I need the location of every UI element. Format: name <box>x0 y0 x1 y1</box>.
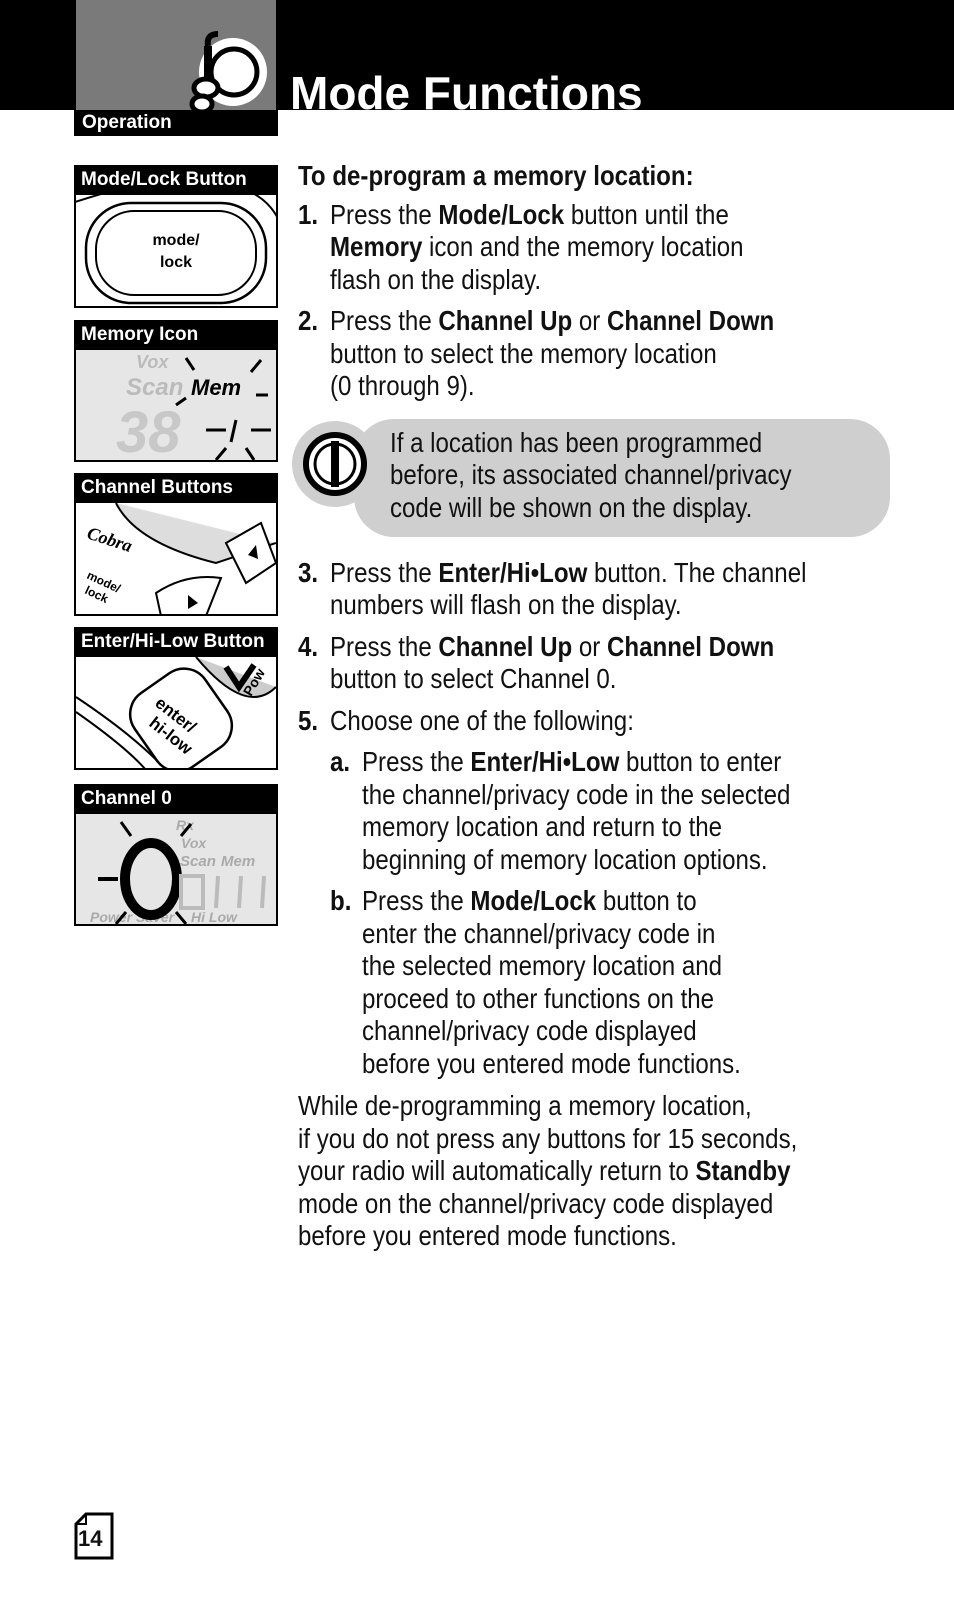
note-info-icon <box>303 431 367 496</box>
substep-letter: b. <box>330 885 352 916</box>
panel-label: Mode/Lock Button <box>74 165 278 195</box>
step-2: 2. Press the Channel Up or Channel Down … <box>298 305 775 401</box>
note-line: If a location has been programmed <box>390 426 763 458</box>
svg-text:Rx: Rx <box>176 817 195 833</box>
panel-enter-hi-low-button: Enter/Hi-Low Button enter/ hi-low Pow <box>74 627 278 770</box>
panel-label: Memory Icon <box>74 320 278 350</box>
section-label: Operation <box>74 110 278 136</box>
step-5a: a. Press the Enter/Hi•Low button to ente… <box>330 746 791 875</box>
channel-buttons-illustration: Cobra mode/ lock <box>74 503 278 616</box>
step-5b: b. Press the Mode/Lock button to enter t… <box>330 885 741 1079</box>
page-title: Mode Functions <box>290 67 643 119</box>
svg-text:Vox: Vox <box>181 835 207 851</box>
lock-text: lock <box>160 254 192 271</box>
step-number: 4. <box>298 630 319 662</box>
step-number: 3. <box>298 556 319 588</box>
substep-letter: a. <box>330 746 351 777</box>
memory-icon-illustration: Vox Scan Mem 38 <box>74 350 278 462</box>
enter-hi-low-button-illustration: enter/ hi-low Pow <box>74 657 278 770</box>
panel-label: Enter/Hi-Low Button <box>74 627 278 657</box>
svg-text:Cobra: Cobra <box>85 523 135 556</box>
svg-text:Scan: Scan <box>126 374 183 401</box>
step-1: 1. Press the Mode/Lock button until the … <box>298 198 744 295</box>
step-5: 5. Choose one of the following: <box>298 704 634 736</box>
step-number: 5. <box>298 704 319 736</box>
note-line: code will be shown on the display. <box>390 491 753 523</box>
panel-channel-0: Channel 0 Rx Vox Scan Mem Power Saver Hi… <box>74 784 278 926</box>
step-3: 3. Press the Enter/Hi•Low button. The ch… <box>298 556 807 621</box>
svg-text:Mem: Mem <box>221 853 255 870</box>
page-number-box: 14 <box>74 1512 114 1560</box>
note-line: before, its associated channel/privacy <box>390 459 792 490</box>
step-number: 1. <box>298 198 319 230</box>
svg-text:Scan: Scan <box>180 853 216 870</box>
section-heading: To de-program a memory location: <box>298 160 694 191</box>
note-callout: If a location has been programmed before… <box>292 418 890 539</box>
step-number: 2. <box>298 305 319 336</box>
panel-mode-lock-button: Mode/Lock Button mode/ lock <box>74 165 278 308</box>
panel-label: Channel Buttons <box>74 473 278 503</box>
mode-text: mode/ <box>152 232 200 249</box>
svg-text:Vox: Vox <box>136 352 169 372</box>
panel-channel-buttons: Channel Buttons Cobra mode/ lock <box>74 473 278 616</box>
main-content: To de-program a memory location: 1. Pres… <box>292 160 890 1253</box>
svg-text:38: 38 <box>116 400 181 462</box>
page-number-frame <box>74 1512 114 1560</box>
panel-label: Channel 0 <box>74 784 278 814</box>
panel-memory-icon: Memory Icon Vox Scan Mem 38 <box>74 320 278 462</box>
svg-text:Hi Low: Hi Low <box>191 909 238 925</box>
channel-0-illustration: Rx Vox Scan Mem Power Saver Hi Low <box>74 814 278 926</box>
operation-icon <box>189 31 267 114</box>
mode-lock-button-illustration: mode/ lock <box>74 195 278 308</box>
page-number: 14 <box>78 1526 103 1551</box>
svg-text:Mem: Mem <box>191 375 241 400</box>
step-4: 4. Press the Channel Up or Channel Down … <box>298 630 775 695</box>
note-background <box>354 418 890 537</box>
closing-paragraph: While de-programming a memory location, … <box>298 1090 798 1251</box>
